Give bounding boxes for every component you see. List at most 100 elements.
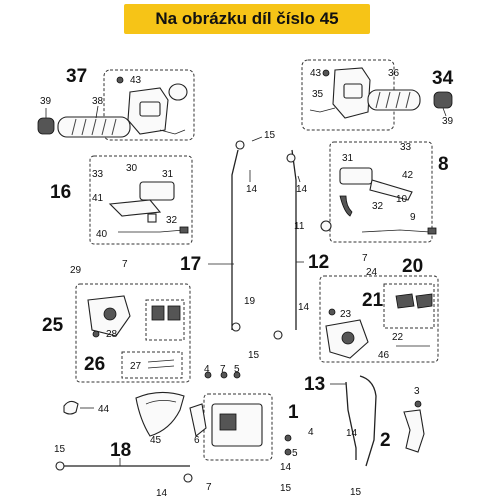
label-38: 38 xyxy=(92,96,104,107)
label-28: 28 xyxy=(106,329,118,340)
group-1-abs-unit xyxy=(189,371,292,461)
label-42: 42 xyxy=(402,170,414,181)
right-switch-wire xyxy=(309,107,336,113)
label-2: 2 xyxy=(380,430,391,451)
right-brake-lever xyxy=(369,179,413,201)
label-15-rear: 15 xyxy=(350,487,362,498)
label-14-a: 14 xyxy=(246,184,258,195)
group-18-rear-line xyxy=(55,458,193,483)
right-pad-1 xyxy=(395,293,415,309)
left-switch-ring xyxy=(168,83,188,101)
left-switch-32 xyxy=(147,213,157,223)
lead-39-right xyxy=(442,107,447,117)
label-11: 11 xyxy=(294,221,305,232)
pin-b xyxy=(147,365,175,369)
label-15-mid: 15 xyxy=(248,350,260,361)
label-21: 21 xyxy=(362,290,384,311)
label-14-e: 14 xyxy=(346,428,358,439)
left-grip-ribs xyxy=(71,118,117,136)
label-45: 45 xyxy=(150,435,162,446)
clip-44 xyxy=(63,400,79,415)
label-44: 44 xyxy=(98,404,110,415)
label-17: 17 xyxy=(180,254,201,275)
label-15-left: 15 xyxy=(54,444,66,455)
cover-45-detail xyxy=(145,400,177,405)
hose-13b xyxy=(359,375,377,467)
label-15-lower: 15 xyxy=(280,483,292,494)
group-37-left-switch xyxy=(37,69,195,141)
label-30: 30 xyxy=(126,163,138,174)
part-45-cover xyxy=(135,391,185,437)
banjo-top-left xyxy=(235,140,245,150)
label-34: 34 xyxy=(432,68,454,89)
bracket-6 xyxy=(189,403,207,437)
label-8: 8 xyxy=(438,154,449,175)
label-9: 9 xyxy=(410,212,416,223)
screw-7c xyxy=(220,371,228,379)
part-labels: 37 43 39 38 34 43 36 35 39 15 14 14 16 3… xyxy=(40,66,454,499)
bracket-2 xyxy=(403,409,425,453)
banjo-18-right xyxy=(183,473,193,483)
group-8-right-master-cylinder xyxy=(320,141,437,243)
group-37-frame xyxy=(103,69,195,141)
left-bar-end xyxy=(37,117,55,135)
label-10: 10 xyxy=(396,194,408,205)
right-lever-pivot xyxy=(339,195,353,217)
label-27: 27 xyxy=(130,361,142,372)
cap-11 xyxy=(320,220,332,232)
group-13-rear-hose xyxy=(330,375,377,467)
group-20-frame xyxy=(319,275,439,363)
group-25-left-caliper xyxy=(75,283,191,383)
banner-title: Na obrázku díl číslo 45 xyxy=(155,9,339,28)
left-switch-buttons xyxy=(139,101,161,117)
label-14-c: 14 xyxy=(298,302,310,313)
label-7-mid: 7 xyxy=(220,364,226,375)
label-32-right: 32 xyxy=(372,201,384,212)
screw-3 xyxy=(414,400,422,408)
label-33-left: 33 xyxy=(92,169,104,180)
right-pads-frame xyxy=(383,283,435,329)
banjo-bottom-left xyxy=(231,322,241,332)
left-pad-2 xyxy=(167,305,181,321)
left-caliper-piston xyxy=(103,307,117,321)
label-33-right: 33 xyxy=(400,142,412,153)
group-20-right-caliper xyxy=(319,275,439,363)
left-pad-1 xyxy=(151,305,165,321)
abs-motor xyxy=(219,413,237,431)
label-16: 16 xyxy=(50,182,71,203)
label-14-d: 14 xyxy=(280,462,292,473)
label-19: 19 xyxy=(244,296,256,307)
label-35: 35 xyxy=(312,89,324,100)
left-cylinder-body xyxy=(139,181,175,201)
label-15-top: 15 xyxy=(264,130,276,141)
left-pins-frame xyxy=(121,351,183,379)
left-pads-frame xyxy=(145,299,185,341)
group-16-left-master-cylinder xyxy=(89,155,193,245)
label-3: 3 xyxy=(414,386,420,397)
group-8-frame xyxy=(329,141,433,243)
group-25-frame xyxy=(75,283,191,383)
label-6: 6 xyxy=(194,435,200,446)
lead-15a xyxy=(251,136,263,142)
group-34-frame xyxy=(301,59,395,131)
left-brake-lever xyxy=(108,199,162,217)
banjo-bottom-right xyxy=(273,330,283,340)
group-16-frame xyxy=(89,155,193,245)
cover-45 xyxy=(135,391,185,437)
label-40: 40 xyxy=(96,229,108,240)
right-cylinder-body xyxy=(339,167,373,185)
label-14-b: 14 xyxy=(296,184,308,195)
label-25: 25 xyxy=(42,315,64,336)
brake-hoses-center xyxy=(208,136,304,340)
label-13: 13 xyxy=(304,374,325,395)
hose-13a xyxy=(345,381,357,460)
screw-5b xyxy=(284,448,292,456)
banjo-18-left xyxy=(55,461,65,471)
label-31-left: 31 xyxy=(162,169,174,180)
label-7-right: 7 xyxy=(362,253,368,264)
label-4-top: 4 xyxy=(204,364,210,375)
group-34-right-switch xyxy=(301,59,453,131)
label-36: 36 xyxy=(388,68,400,79)
label-22: 22 xyxy=(392,332,404,343)
